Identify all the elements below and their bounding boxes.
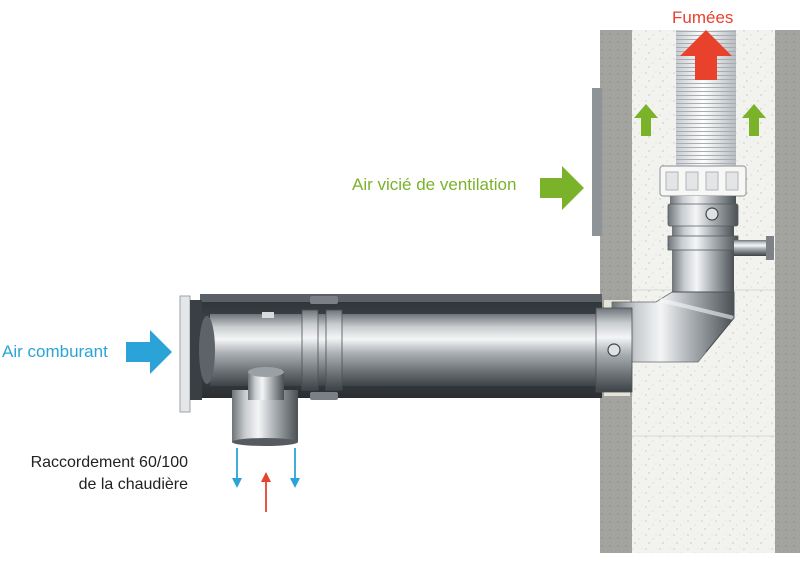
pipe-clip [310,392,338,400]
terminal-opening [199,316,215,384]
test-port-cap [766,236,774,260]
coupling-lug [665,171,679,191]
terminal-end [190,300,202,400]
clamp-screw [705,207,719,221]
coupling-screw [607,343,621,357]
coupling-lug [725,171,739,191]
pipe-band [325,309,343,391]
air-vicie-arrow [540,166,584,210]
ventilation-arrow-left [634,104,658,136]
elbow-highlight [659,298,735,320]
coupling-lug [705,171,719,191]
inner-wall [600,30,632,553]
outer-tube-top [200,294,602,302]
outer-wall [775,30,800,553]
pipe-clamp [667,203,739,227]
air-down-arrow-right [290,448,300,488]
boiler-connection [232,367,298,446]
test-port [734,240,768,256]
raccordement-label: Raccordement 60/100 de la chaudière [31,452,188,496]
pipe-ring [667,235,739,251]
air-down-arrow-left [232,448,242,488]
wall-plate [592,88,602,236]
air-vicie-label: Air vicié de ventilation [352,175,517,194]
raccordement-line2: de la chaudière [78,476,188,493]
pipe-clip [310,296,338,304]
ventilation-arrow-right [742,104,766,136]
small-screw [262,312,274,318]
elbow-edge [672,291,735,353]
raccordement-line1: Raccordement 60/100 [30,454,188,471]
air-comburant-arrow [126,330,172,374]
pipe-band [301,309,319,391]
flue-up-arrow [261,472,271,512]
terminal-plate [179,295,191,413]
vertical-pipe [667,203,774,292]
tee-top [248,367,284,377]
fumees-label: Fumées [672,8,734,27]
air-comburant-label: Air comburant [2,342,108,361]
fumees-arrow [680,30,732,80]
tee-bottom [232,438,298,446]
coupling-lug [685,171,699,191]
